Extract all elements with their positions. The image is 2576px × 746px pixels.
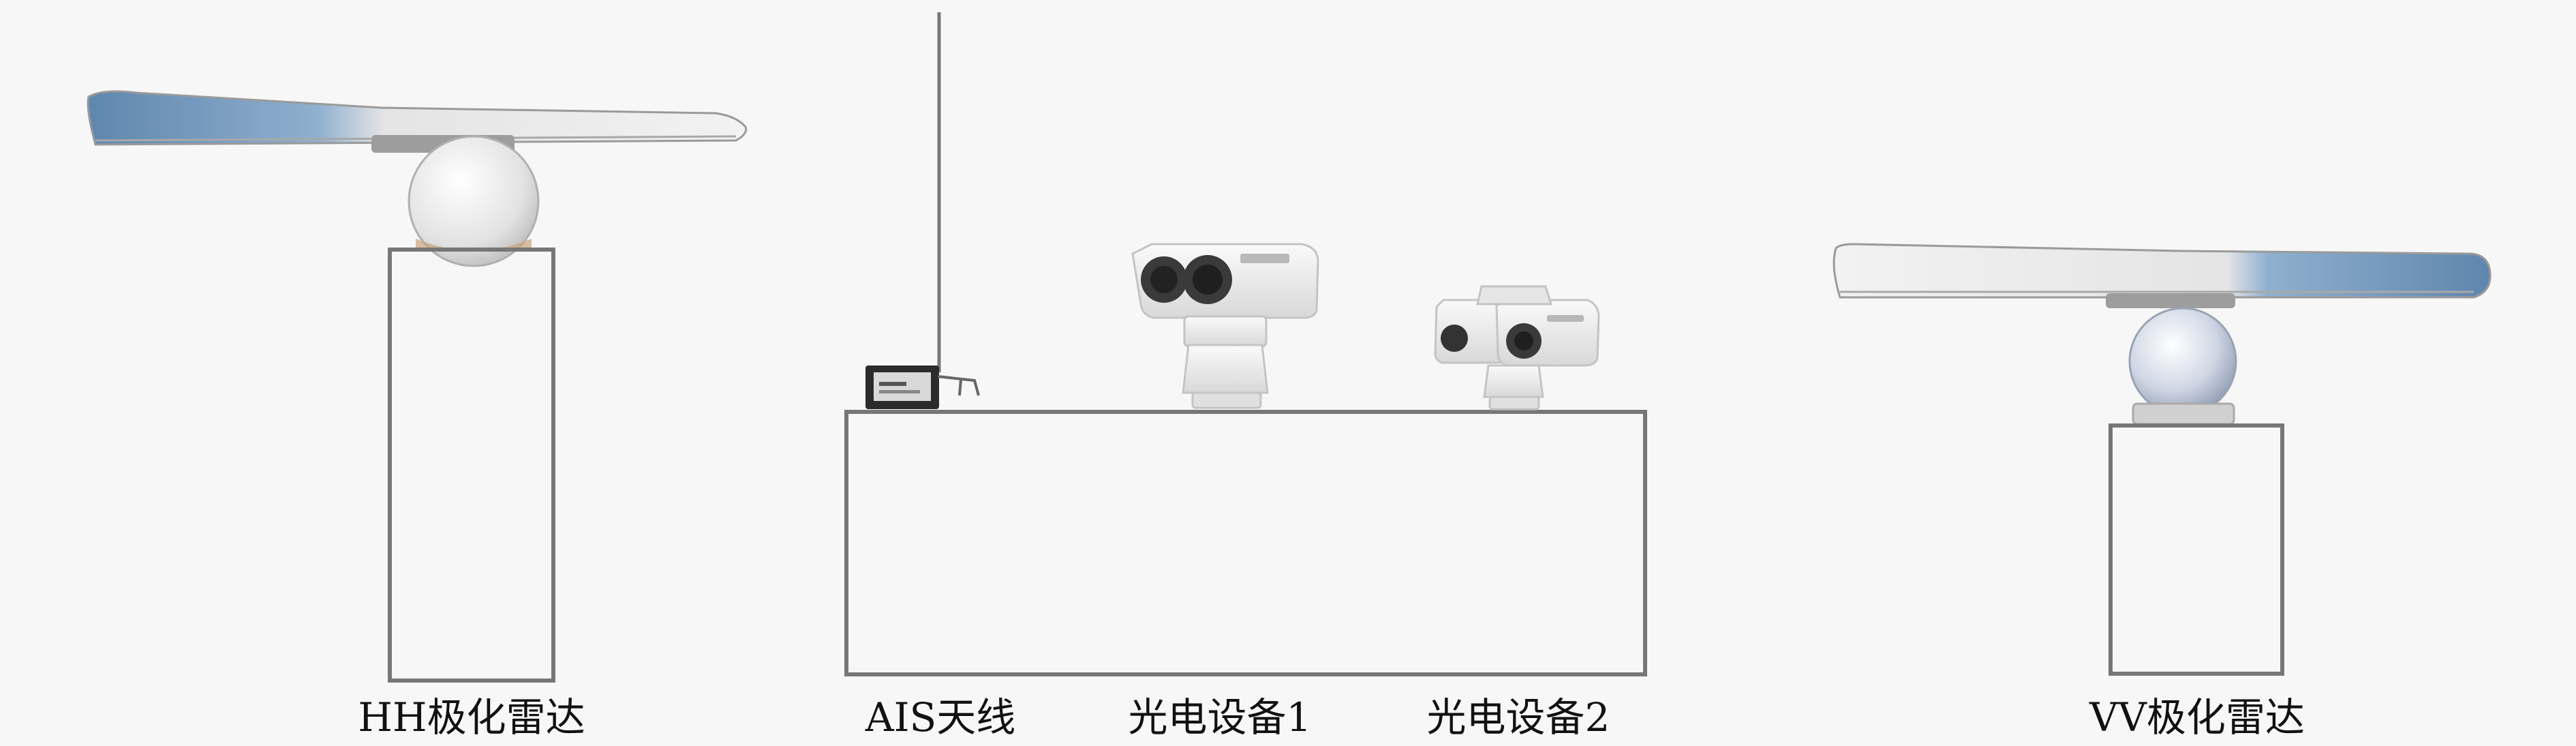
hh-radar-pedestal [388, 248, 555, 683]
ais-antenna-label: AIS天线 [865, 694, 1016, 741]
vv-radar-antenna [1833, 243, 2491, 308]
vv-radar-pedestal-head [2128, 307, 2237, 426]
eo-device-1-mount [1182, 315, 1269, 409]
hh-radar [87, 90, 748, 683]
vv-radar-pedestal [2109, 423, 2284, 676]
eo-device-2 [1434, 285, 1600, 411]
vv-radar [1833, 243, 2491, 676]
eo-device-1 [1131, 243, 1319, 409]
ais-receiver-box [865, 365, 939, 409]
hh-radar-pedestal-head [408, 135, 540, 267]
eo-device-1-label: 光电设备1 [1128, 694, 1312, 741]
ais-antenna [865, 12, 980, 409]
hh-radar-label: HH极化雷达 [358, 694, 585, 741]
eo-device-2-mount [1476, 285, 1553, 411]
equipment-platform [844, 410, 1647, 676]
eo-device-2-camera-right [1495, 299, 1600, 367]
hh-radar-antenna [87, 90, 748, 153]
eo-device-2-label: 光电设备2 [1426, 694, 1610, 741]
eo-device-1-camera-head [1131, 243, 1319, 319]
vv-radar-label: VV极化雷达 [2089, 694, 2305, 741]
